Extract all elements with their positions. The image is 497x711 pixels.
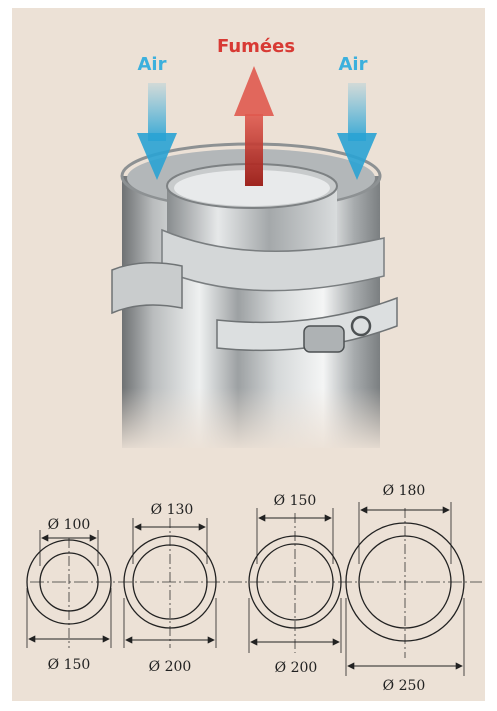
air-left-label: Air (138, 54, 167, 75)
pipe-section-2 (123, 518, 217, 648)
pipe-3-inner-diameter: Ø 150 (274, 493, 317, 509)
pipe-2-inner-diameter: Ø 130 (151, 502, 194, 518)
fumes-label: Fumées (217, 36, 295, 57)
pipe-4-outer-diameter: Ø 250 (383, 678, 426, 694)
pipe-section-1 (26, 530, 112, 648)
pipe-1-outer-diameter: Ø 150 (48, 657, 91, 673)
illustration-fade (112, 308, 402, 453)
pipe-section-3 (248, 508, 342, 653)
inner-pipe-opening (174, 170, 330, 206)
flue-pipe-illustration: Air Fumées Air (111, 36, 402, 453)
fumes-arrow-up (234, 66, 274, 186)
pipe-section-4 (345, 502, 465, 676)
pipe-2-outer-diameter: Ø 200 (149, 659, 192, 675)
collar-band (161, 228, 385, 292)
pipe-1-inner-diameter: Ø 100 (48, 517, 91, 533)
air-right-label: Air (339, 54, 368, 75)
diagram-panel: Air Fumées Air (12, 8, 485, 701)
diameter-drawings: Ø 100 Ø 150 Ø 130 Ø 200 (26, 483, 482, 694)
pipe-3-outer-diameter: Ø 200 (275, 660, 318, 676)
pipe-4-inner-diameter: Ø 180 (383, 483, 426, 499)
air-arrow-left (137, 83, 177, 180)
air-arrow-right (337, 83, 377, 180)
